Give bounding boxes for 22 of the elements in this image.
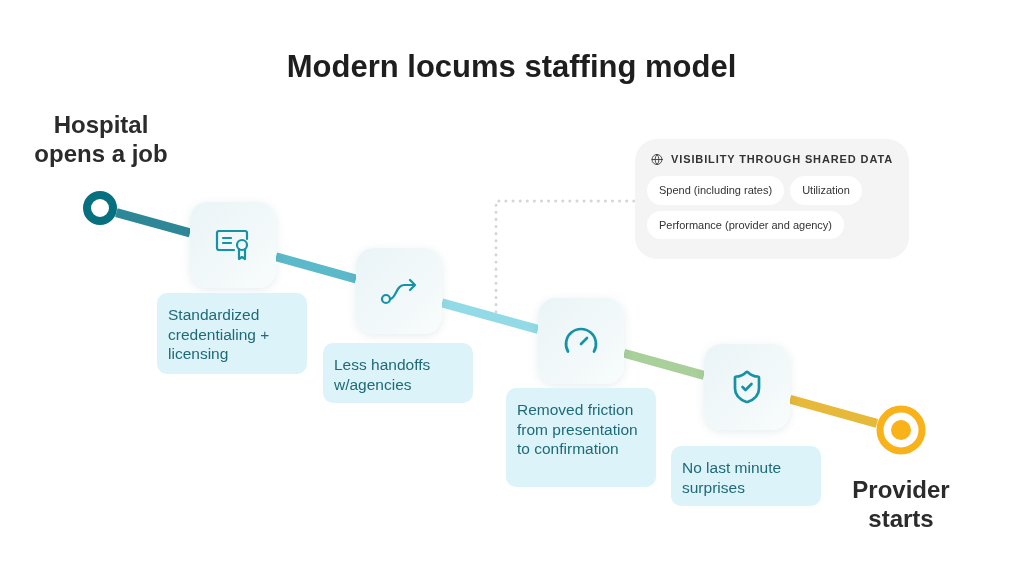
- info-panel: [635, 139, 909, 259]
- step-caption: Less handoffs w/agencies: [323, 343, 473, 403]
- step-caption: Removed friction from presentation to confirmation: [506, 388, 656, 487]
- data-tag: Performance (provider and agency): [647, 210, 845, 239]
- icon-tile: [190, 201, 276, 288]
- data-tag: Utilization: [790, 176, 862, 205]
- step-caption: No last minute surprises: [671, 446, 821, 506]
- icon-tile: [356, 247, 442, 334]
- timeline-segment: [788, 394, 879, 428]
- icon-tile: [704, 344, 790, 431]
- dotted-connector: [494, 199, 637, 314]
- endpoint-label: Hospital opens a job: [33, 110, 169, 168]
- step-caption: Standardized credentialing + licensing: [157, 293, 307, 374]
- icon-tile: [538, 298, 624, 385]
- timeline-segment: [274, 252, 358, 284]
- endpoint-label: Provider starts: [851, 475, 951, 533]
- timeline-segment: [440, 298, 540, 334]
- diagram-title: Modern locums staffing model: [285, 48, 738, 86]
- panel-heading: VISIBILITY THROUGH SHARED DATA: [671, 152, 893, 168]
- timeline-segment: [115, 208, 192, 238]
- data-tag: Spend (including rates): [647, 176, 785, 205]
- timeline-segment: [622, 348, 706, 380]
